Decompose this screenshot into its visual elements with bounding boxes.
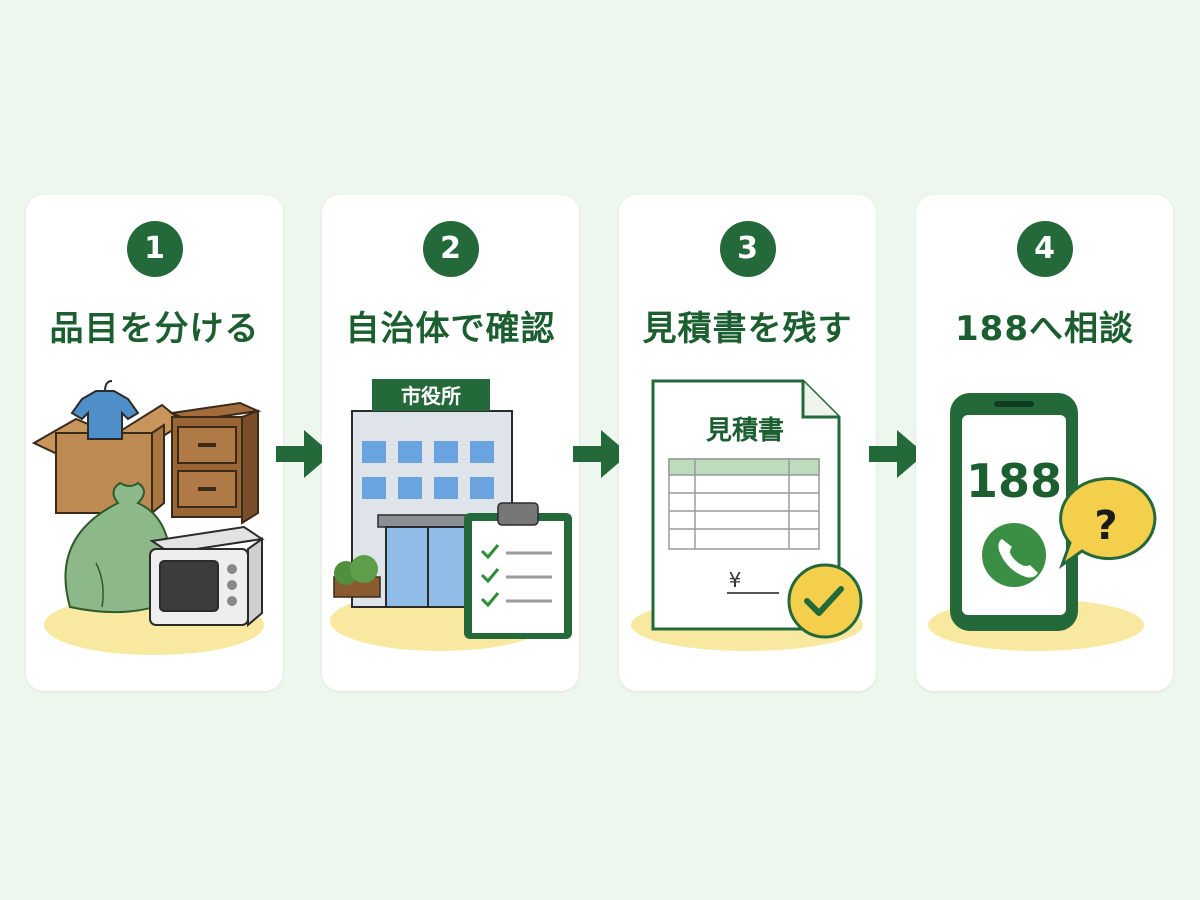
estimate-document-illustration: 見積書 ¥ xyxy=(631,379,863,651)
step-card-2: 2 自治体で確認 市役所 xyxy=(322,195,579,691)
garbage-bag-icon xyxy=(64,481,172,614)
step-number-badge: 3 xyxy=(719,221,776,277)
document-title: 見積書 xyxy=(706,416,784,446)
step-title: 自治体で確認 xyxy=(345,309,556,349)
dresser-icon xyxy=(168,401,262,525)
bush-icon xyxy=(333,555,381,598)
arrow-right-icon xyxy=(573,430,629,478)
clipboard-checklist-icon xyxy=(464,502,572,639)
microwave-icon xyxy=(149,525,265,628)
question-mark: ? xyxy=(1094,503,1117,549)
city-hall-illustration: 市役所 xyxy=(330,379,572,651)
t-shirt-icon xyxy=(70,380,140,440)
step-number-badge: 4 xyxy=(1016,221,1073,277)
step-number-badge: 2 xyxy=(422,221,479,277)
step-title: 見積書を残す xyxy=(642,309,853,349)
smartphone-icon xyxy=(950,393,1078,631)
phone-call-icon xyxy=(982,523,1046,587)
arrow-right-icon xyxy=(869,430,925,478)
step-title: 188へ相談 xyxy=(955,309,1134,349)
step-card-1: 1 品目を分ける xyxy=(26,195,283,691)
checkmark-icon xyxy=(787,563,863,639)
arrow-right-icon xyxy=(276,430,332,478)
step-card-3: 3 見積書を残す 見積書 ¥ xyxy=(619,195,876,691)
hotline-phone-illustration: 188 ? xyxy=(928,393,1157,651)
city-hall-sign: 市役所 xyxy=(401,384,461,408)
hotline-number: 188 xyxy=(966,454,1062,508)
sorting-items-illustration xyxy=(31,380,265,655)
step-number-badge: 1 xyxy=(126,221,183,277)
yen-symbol: ¥ xyxy=(729,568,742,592)
step-card-4: 4 188へ相談 188 ? xyxy=(916,195,1173,691)
step-title: 品目を分ける xyxy=(49,309,260,349)
question-speech-bubble-icon xyxy=(1058,477,1157,569)
document-icon xyxy=(651,379,841,631)
